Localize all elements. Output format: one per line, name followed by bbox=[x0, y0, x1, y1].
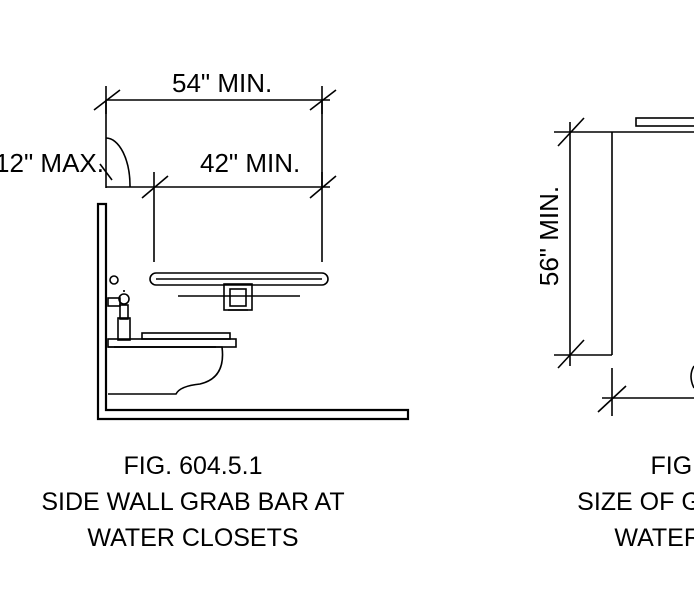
caption-left-line2: SIDE WALL GRAB BAR AT bbox=[41, 488, 344, 516]
rear-grab-bar bbox=[635, 117, 694, 127]
dimension-42-label: 42" MIN. bbox=[200, 148, 300, 178]
caption-right-line1: FIG. 604.5.2 bbox=[651, 452, 694, 480]
caption-right: FIG. 604.5.2 SIZE OF GRAB BARS AT WATER … bbox=[577, 452, 694, 552]
caption-right-line2: SIZE OF GRAB BARS AT bbox=[577, 488, 694, 516]
dimension-12-max: 12" MAX. bbox=[0, 137, 131, 188]
dimension-54-min: 54" MIN. bbox=[93, 68, 337, 114]
caption-left-line3: WATER CLOSETS bbox=[87, 524, 298, 552]
dimension-56-label: 56" MIN. bbox=[534, 186, 564, 286]
dimension-54-label: 54" MIN. bbox=[172, 68, 272, 98]
caption-left-line1: FIG. 604.5.1 bbox=[124, 452, 263, 480]
dimension-12-label: 12" MAX. bbox=[0, 148, 104, 178]
caption-right-line3: WATER CLOSETS bbox=[614, 524, 694, 552]
grab-bar bbox=[149, 272, 329, 286]
dimension-42-min: 42" MIN. bbox=[106, 148, 337, 262]
water-closet bbox=[107, 332, 237, 395]
grab-bar-size-figure: 56" MIN. FIG. 604.5.2 SIZE OF GRAB BARS … bbox=[534, 117, 694, 552]
flush-valve bbox=[107, 275, 131, 341]
caption-left: FIG. 604.5.1 SIDE WALL GRAB BAR AT WATER… bbox=[41, 452, 344, 552]
side-wall-grab-bar-figure: 54" MIN. 42" MIN. 12" MAX. bbox=[0, 68, 410, 552]
dimension-bottom-fragment bbox=[597, 365, 694, 416]
dimension-56-min: 56" MIN. bbox=[534, 117, 612, 369]
wall-and-floor bbox=[96, 202, 410, 421]
toilet-paper-dispenser bbox=[178, 283, 300, 311]
